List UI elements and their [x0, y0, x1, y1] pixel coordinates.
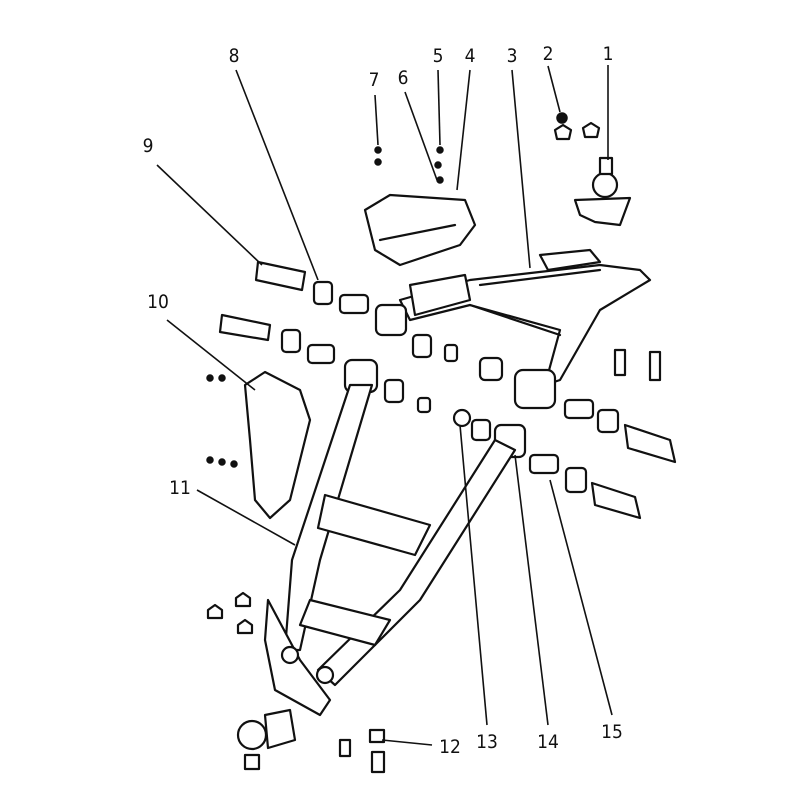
callout-11: 11 [169, 477, 191, 499]
callout-1: 1 [603, 43, 614, 65]
callout-4: 4 [465, 45, 476, 67]
callout-3: 3 [507, 45, 518, 67]
lower-ball-joint [206, 591, 386, 774]
upper-bolts-bushings [254, 260, 677, 464]
leader-lines [156, 65, 613, 746]
callout-13: 13 [476, 731, 498, 753]
nuts-2 [553, 112, 601, 141]
upper-ball-joint [573, 156, 632, 227]
callout-12: 12 [439, 736, 461, 758]
callout-14: 14 [537, 731, 559, 753]
callout-9: 9 [143, 135, 154, 157]
lower-bolts-bushings [218, 313, 642, 520]
upper-guard-plate [363, 193, 477, 317]
lower-guard-plate [206, 370, 312, 520]
callout-15: 15 [601, 721, 623, 743]
lower-a-arm [263, 383, 517, 717]
upper-a-arm [398, 248, 652, 387]
callout-6: 6 [398, 67, 409, 89]
small-bolts [374, 146, 444, 184]
callout-7: 7 [369, 69, 380, 91]
callout-2: 2 [543, 43, 554, 65]
callout-10: 10 [147, 291, 169, 313]
callout-5: 5 [433, 45, 444, 67]
callout-labels: 1 2 3 4 5 6 7 8 9 10 11 12 13 14 15 [143, 43, 623, 758]
callout-8: 8 [229, 45, 240, 67]
